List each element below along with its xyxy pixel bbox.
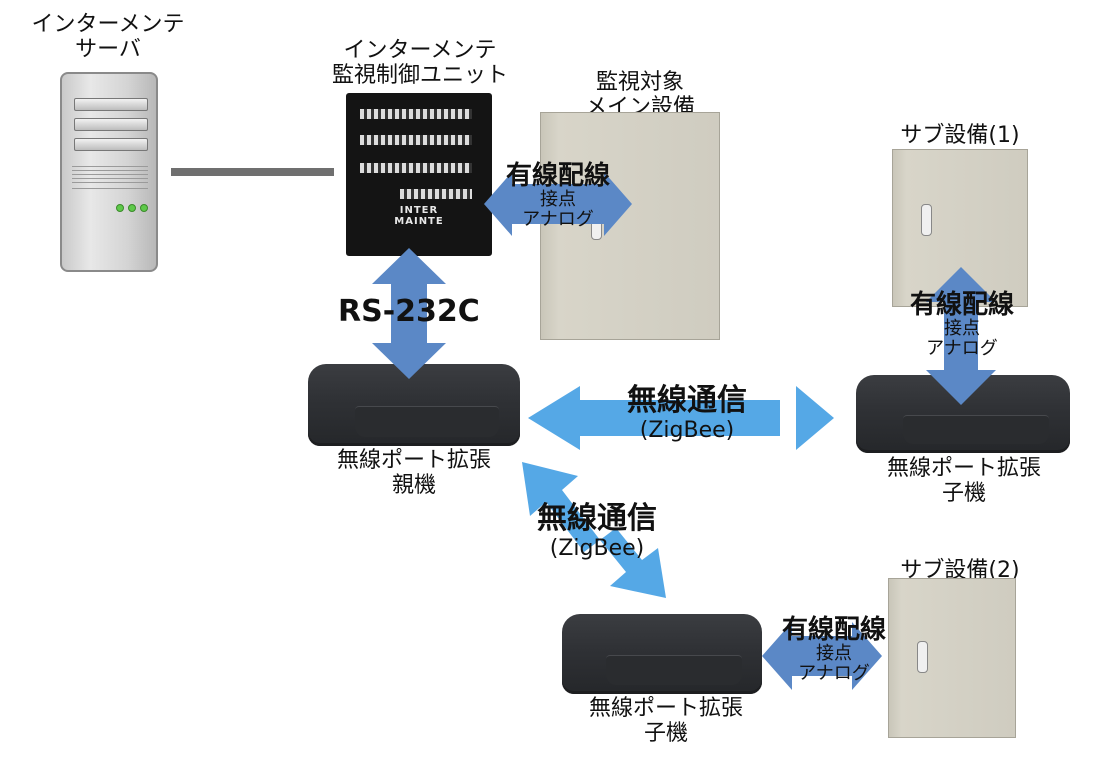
wired-sub1-label: 有線配線 接点 アナログ <box>909 290 1014 359</box>
wired-main-label: 有線配線 接点 アナログ <box>505 161 610 230</box>
server-icon <box>60 72 158 272</box>
wireless-2-label: 無線通信 (ZigBee) <box>537 501 657 562</box>
wired-sub1-arrow <box>926 267 996 405</box>
wireless-1-label: 無線通信 (ZigBee) <box>627 383 747 444</box>
main-equipment-label: 監視対象 メイン設備 <box>584 70 695 120</box>
control-unit-device: INTER MAINTE <box>346 93 492 256</box>
wireless-2-up-arrow <box>522 462 600 552</box>
control-unit-label: インターメンテ 監視制御ユニット <box>331 38 508 88</box>
child-unit-1-label: 無線ポート拡張 子機 <box>886 456 1041 506</box>
wired-sub2-label: 有線配線 接点 アナログ <box>781 615 886 684</box>
rs232c-label: RS-232C <box>338 294 480 329</box>
wireless-1-right-arrow <box>796 386 834 450</box>
parent-unit-device <box>308 364 520 446</box>
wireless-1-left-arrow <box>528 386 780 450</box>
parent-unit-label: 無線ポート拡張 親機 <box>336 448 491 498</box>
unit-logo: INTER MAINTE <box>394 205 444 227</box>
child-unit-2-label: 無線ポート拡張 子機 <box>588 696 743 746</box>
sub-equipment-1-label: サブ設備(1) <box>900 123 1020 148</box>
server-label: インターメンテ サーバ <box>31 12 185 62</box>
wireless-2-down-arrow <box>600 528 666 598</box>
main-equipment-cabinet <box>540 112 720 340</box>
sub-equipment-2-cabinet <box>888 578 1016 738</box>
server-link-line <box>171 168 334 176</box>
rs232c-arrow <box>372 248 446 379</box>
child-unit-2-device <box>562 614 762 694</box>
wired-sub2-arrow <box>762 622 882 690</box>
wired-main-arrow <box>484 172 632 236</box>
